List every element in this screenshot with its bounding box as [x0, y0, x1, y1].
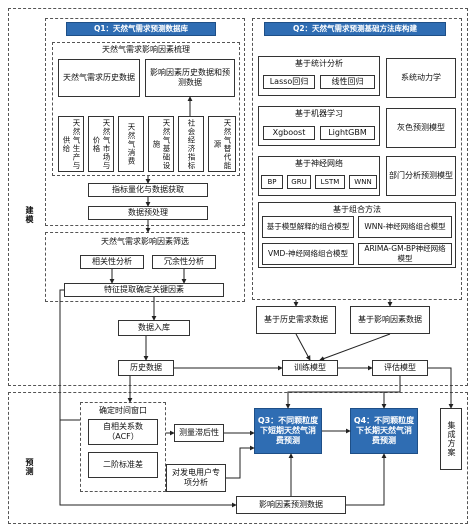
- factor-consumption: 天然气消费: [118, 116, 144, 172]
- lag-box: 测量滞后性: [174, 424, 224, 442]
- acf-box: 自相关系数（ACF）: [88, 419, 158, 445]
- history-demand-model-box: 基于历史需求数据: [256, 306, 336, 334]
- gru-box: GRU: [287, 175, 311, 189]
- q4-box: Q4：不同颗粒度下长期天然气消费预测: [350, 408, 418, 454]
- q1-title: Q1：天然气需求预测数据库: [66, 22, 216, 36]
- q2-title: Q2：天然气需求预测基础方法库构建: [264, 22, 446, 36]
- factor-model-box: 基于影响因素数据: [350, 306, 430, 334]
- factor-substitute: 天然气替代能源: [208, 116, 236, 172]
- correlation-box: 相关性分析: [80, 255, 144, 269]
- linear-box: 线性回归: [320, 75, 375, 89]
- feature-box: 特征提取确定关键因素: [64, 283, 224, 297]
- second-diff-box: 二阶标准差: [88, 452, 158, 478]
- q3-box: Q3：不同颗粒度下短期天然气消费预测: [254, 408, 322, 454]
- modeling-phase-label: 建模: [25, 206, 34, 224]
- sector-box: 部门分析预测模型: [386, 156, 456, 196]
- modeling-phase-frame: [8, 8, 468, 386]
- screening-title: 天然气需求影响因素筛选: [101, 237, 189, 246]
- bp-box: BP: [261, 175, 283, 189]
- combo-explain-box: 基于模型解释的组合模型: [262, 216, 354, 238]
- system-dynamics-box: 系统动力学: [386, 58, 456, 98]
- combo-title: 基于组合方法: [333, 205, 381, 214]
- window-title: 确定时间窗口: [99, 406, 147, 415]
- combo-wnn-box: WNN-神经网络组合模型: [358, 216, 452, 238]
- window-frame: [80, 402, 166, 492]
- factor-market: 天然气市场与价格: [88, 116, 114, 172]
- prediction-phase-frame: [8, 392, 468, 524]
- q1-region: [45, 18, 245, 226]
- combo-arima-box: ARIMA-GM-BP神经网络模型: [358, 243, 452, 265]
- stat-title: 基于统计分析: [295, 59, 343, 68]
- redundancy-box: 冗余性分析: [152, 255, 216, 269]
- ml-title: 基于机器学习: [295, 109, 343, 118]
- prediction-phase-label: 预测: [25, 458, 34, 476]
- lstm-box: LSTM: [315, 175, 345, 189]
- lightgbm-box: LightGBM: [320, 126, 375, 140]
- nn-title: 基于神经网络: [295, 159, 343, 168]
- combo-vmd-box: VMD-神经网络组合模型: [262, 243, 354, 265]
- power-user-box: 对发电用户专项分析: [166, 464, 226, 492]
- screening-frame: [45, 232, 245, 302]
- factor-section-frame: [52, 42, 240, 176]
- xgboost-box: Xgboost: [263, 126, 315, 140]
- factor-economy: 社会经济指标: [178, 116, 204, 172]
- factor-infrastructure: 天然气基础设施: [148, 116, 174, 172]
- lasso-box: Lasso回归: [263, 75, 315, 89]
- q2-region: [252, 18, 462, 300]
- wnn-box: WNN: [349, 175, 377, 189]
- factor-section-title: 天然气需求影响因素梳理: [102, 45, 190, 54]
- factor-supply: 天然气生产与供给: [58, 116, 84, 172]
- grey-box: 灰色预测模型: [386, 108, 456, 148]
- history-data-box: 天然气需求历史数据: [58, 59, 140, 97]
